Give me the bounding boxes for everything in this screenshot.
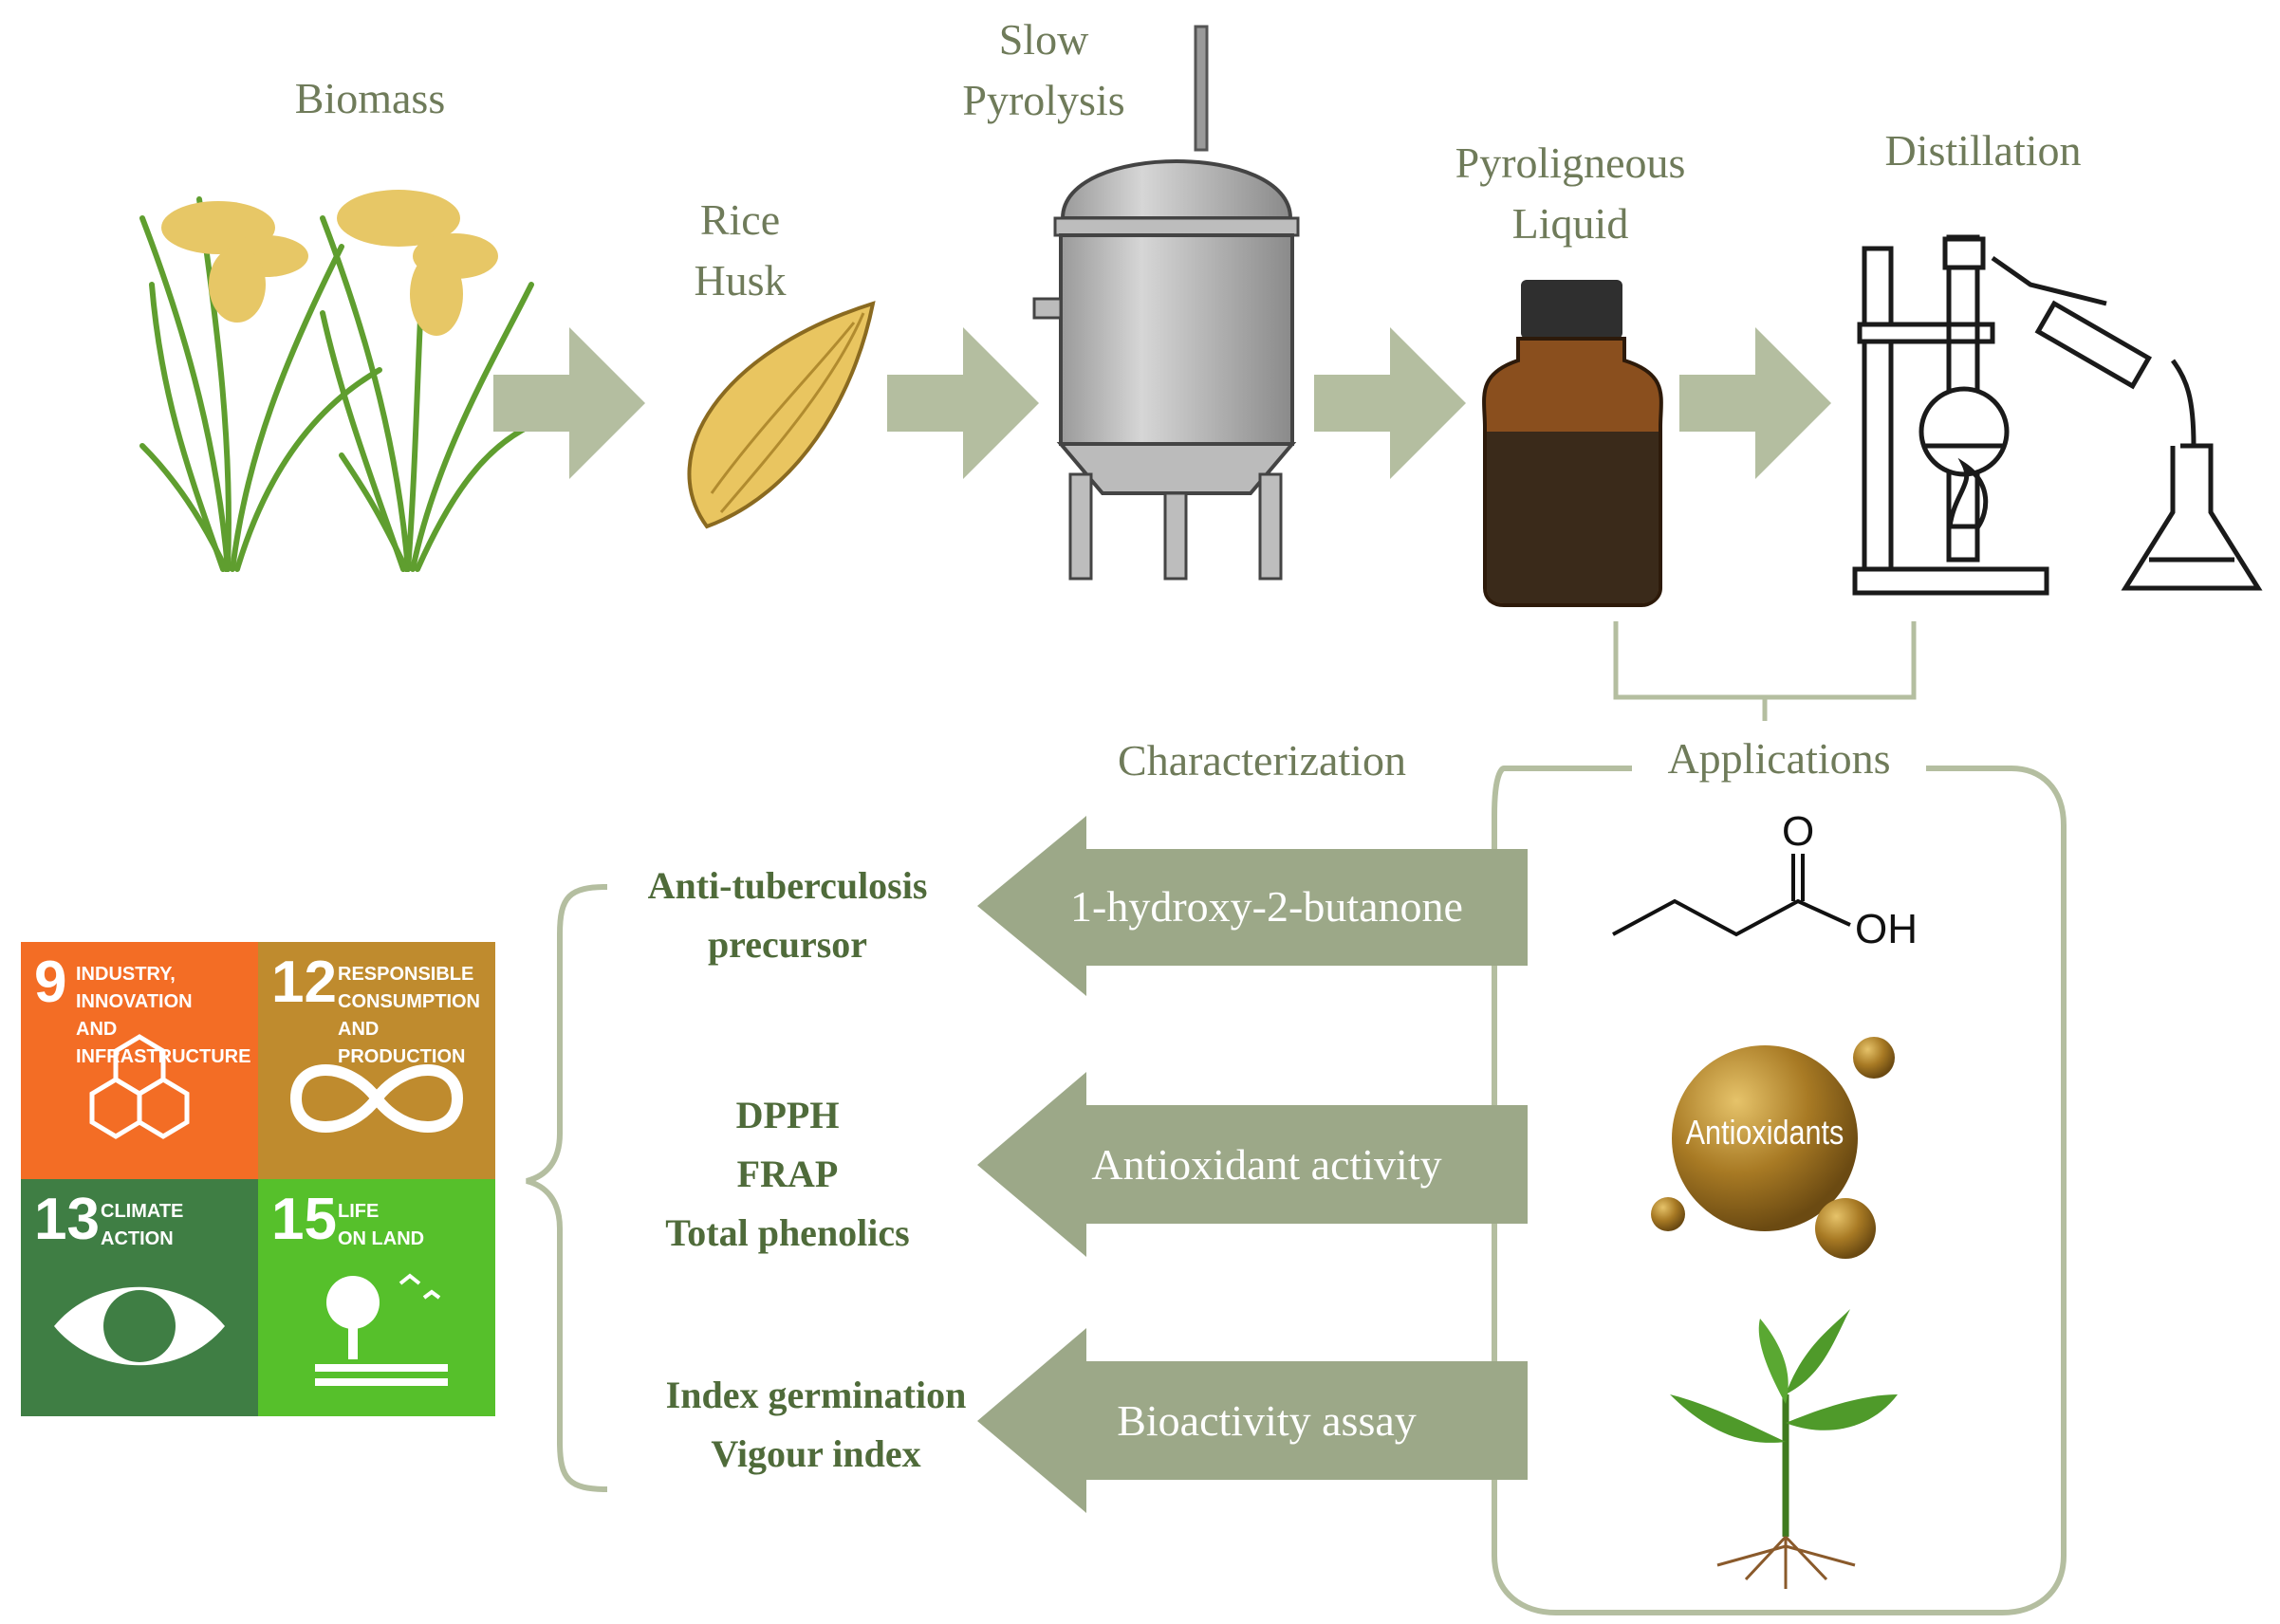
hydroxyl-label: OH: [1855, 906, 1918, 952]
rice-husk-label-line2: Husk: [694, 256, 787, 304]
pyrolysis-reactor-icon: [1032, 25, 1300, 581]
total-phenolics-label: Total phenolics: [665, 1211, 910, 1254]
sdg-9-tile: 9 INDUSTRY, INNOVATION AND INFRASTRUCTUR…: [21, 942, 258, 1179]
arrow-pyrolysis-liquid: [1314, 327, 1466, 479]
arrow-butanone: [977, 816, 1528, 996]
slow-pyrolysis-label-line2: Pyrolysis: [962, 76, 1125, 124]
infinity-loop-icon: [289, 1064, 464, 1133]
slow-pyrolysis-label-line1: Slow: [998, 15, 1089, 64]
arrow-antioxidant: [977, 1072, 1528, 1257]
carbonyl-oxygen-label: O: [1782, 808, 1815, 855]
butyric-acid-structure: [1612, 854, 1851, 937]
process-arrows: [493, 327, 1831, 479]
industry-cubes-icon: [89, 1034, 190, 1139]
distillation-apparatus-icon: [1852, 234, 2263, 596]
applications-connector: [1613, 621, 1917, 721]
eye-globe-icon: [54, 1286, 225, 1366]
antioxidant-arrow-label: Antioxidant activity: [1091, 1140, 1442, 1189]
arrow-husk-pyrolysis: [887, 327, 1039, 479]
applications-heading: Applications: [1632, 729, 1926, 789]
dpph-label: DPPH: [735, 1094, 840, 1136]
antioxidant-spheres-icon: [1651, 1037, 1895, 1259]
sdg-title: RESPONSIBLE CONSUMPTION AND PRODUCTION: [338, 964, 480, 1067]
distillation-label: Distillation: [1884, 126, 2082, 175]
antitb-label-line1: Anti-tuberculosis: [647, 864, 928, 907]
pyroligneous-label-line1: Pyroligneous: [1455, 138, 1686, 187]
arrow-bioactivity: [977, 1328, 1528, 1513]
sdg-13-tile: 13 CLIMATE ACTION: [21, 1179, 258, 1416]
sdg-number: 13: [34, 1187, 100, 1252]
applications-box: [1492, 766, 2067, 1615]
sdg-12-tile: 12 RESPONSIBLE CONSUMPTION AND PRODUCTIO…: [258, 942, 495, 1179]
sdg-number: 9: [34, 950, 67, 1015]
pyroligneous-label-line2: Liquid: [1511, 199, 1629, 248]
sdg-number: 12: [271, 950, 337, 1015]
vigour-index-label: Vigour index: [711, 1432, 921, 1475]
arrow-biomass-husk: [493, 327, 645, 479]
tree-birds-icon: [315, 1273, 448, 1386]
sdg-title: CLIMATE ACTION: [101, 1201, 184, 1249]
seedling-icon: [1670, 1309, 1898, 1589]
index-germination-label: Index germination: [665, 1374, 967, 1416]
sdg-15-tile: 15 LIFE ON LAND: [258, 1179, 495, 1416]
rice-husk-icon: [687, 301, 876, 529]
curly-brace: [526, 884, 608, 1492]
characterization-heading: Characterization: [1118, 736, 1406, 784]
bioactivity-arrow-label: Bioactivity assay: [1117, 1396, 1417, 1445]
biomass-label: Biomass: [294, 74, 446, 122]
arrow-liquid-distillation: [1679, 327, 1831, 479]
sdg-number: 15: [271, 1187, 337, 1252]
rice-plant-icon: [139, 190, 553, 572]
frap-label: FRAP: [736, 1153, 839, 1195]
antioxidants-badge-label: Antioxidants: [1685, 1113, 1844, 1152]
characterization-arrows: [977, 816, 1528, 1513]
pyroligneous-bottle-icon: [1482, 280, 1663, 607]
sdg-title: LIFE ON LAND: [338, 1201, 425, 1249]
rice-husk-label-line1: Rice: [699, 195, 781, 244]
butanone-arrow-label: 1-hydroxy-2-butanone: [1070, 882, 1463, 931]
antitb-label-line2: precursor: [707, 923, 868, 966]
